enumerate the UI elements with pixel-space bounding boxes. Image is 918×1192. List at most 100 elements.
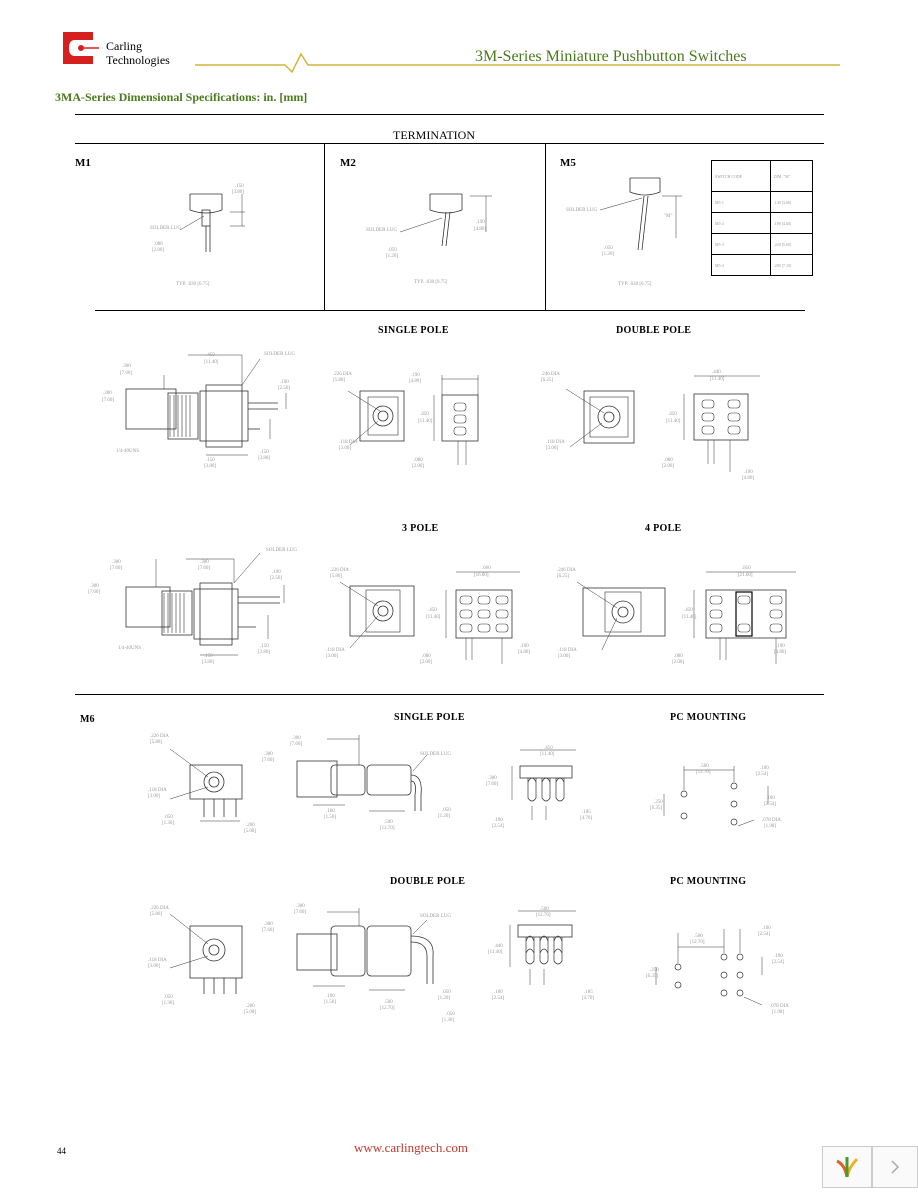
term-m1-dim-3: SOLDER LUG: [150, 226, 181, 231]
logo-mark-icon: [63, 32, 99, 64]
row2-lug: SOLDER LUG: [266, 548, 297, 553]
m6dp-pc-db: [2.54]: [772, 960, 785, 965]
m6-label: M6: [80, 714, 95, 725]
table-cell: .180 [4.60]: [769, 212, 814, 234]
m6dp-pc-c: .250: [650, 968, 659, 973]
m6-sp-side-drawing: [296, 735, 428, 812]
m6sp-dim-dia1: .226 DIA: [150, 734, 169, 739]
m6-sp-front-drawing: [169, 748, 243, 822]
four-pole-front-drawing: [576, 581, 666, 650]
spec-title: 3MA-Series Dimensional Specifications: i…: [55, 90, 308, 104]
m6sp-dim-bb: [5.08]: [244, 829, 257, 834]
m6dp-dim-dia1: .226 DIA: [150, 906, 169, 911]
series-title: 3M-Series Miniature Pushbutton Switches: [475, 48, 747, 65]
m6sp-dim-jb: [2.54]: [492, 824, 505, 829]
m6sp-dim-kb: [4.70]: [580, 816, 593, 821]
table-row: SWITCH CODE DIM. "M": [711, 160, 814, 192]
p4-dim-hb: [11.40]: [682, 615, 697, 620]
p4-dim-dia1: .246 DIA: [557, 568, 576, 573]
m6-single-pole-title: SINGLE POLE: [394, 712, 465, 723]
term-m2-dim-6: TYP. .030 [0.75]: [414, 280, 448, 285]
row1-thread: 1/4-40UNS: [116, 449, 140, 454]
four-pole-title: 4 POLE: [645, 523, 682, 534]
m6dp-dim-f: .500: [384, 1000, 393, 1005]
term-m2-dim-4: .050: [388, 248, 397, 253]
m6-dp-bottom-drawing: [509, 910, 576, 985]
m6dp-dim-e: .100: [326, 994, 335, 999]
m6sp-pc-dia: .078 DIA: [762, 818, 781, 823]
m6sp-pc-bb: [2.54]: [756, 772, 769, 777]
term-m1-dim-5: [2.00]: [152, 248, 165, 253]
table-cell: SWITCH CODE: [711, 160, 771, 192]
m6sp-pc-diab: [1.98]: [764, 824, 777, 829]
single-pole-bottom-drawing: [433, 375, 479, 465]
m6dp-pc-d: .100: [774, 954, 783, 959]
table-cell: M5-1: [711, 191, 771, 213]
m6sp-dim-g: .050: [442, 808, 451, 813]
dp-dim-pb: [2.00]: [662, 464, 675, 469]
row2-dim-e: .300: [90, 584, 99, 589]
table-cell: .140 [3.60]: [769, 191, 814, 213]
row1-dim-k: .150: [206, 458, 215, 463]
row2-dim-l: [3.80]: [202, 660, 215, 665]
table-cell: M5-3: [711, 233, 771, 255]
m6-sp-bottom-drawing: [511, 749, 576, 820]
sp-dim-w: .190: [411, 373, 420, 378]
m6sp-dim-ab: [1.30]: [162, 821, 175, 826]
m6sp-dim-e: .100: [326, 809, 335, 814]
p3-dim-pb: [2.00]: [420, 660, 433, 665]
m6dp-dim-j: .100: [494, 990, 503, 995]
m6sp-pc-a: .500: [700, 764, 709, 769]
m6sp-dim-ib: [7.60]: [486, 782, 499, 787]
m6sp-dim-d: .300: [264, 752, 273, 757]
row1-dim-g: .100: [280, 380, 289, 385]
m6sp-dim-db: [7.60]: [262, 758, 275, 763]
sp-dim-wb: [4.80]: [409, 379, 422, 384]
dp-dim-dia2: .118 DIA: [546, 440, 565, 445]
term-m5-dim-5: TYP. .030 [0.75]: [618, 282, 652, 287]
m6dp-dim-g2: .050: [446, 1012, 455, 1017]
m6sp-dim-h: .450: [544, 746, 553, 751]
p3-dim-wb: [16.80]: [474, 573, 489, 578]
row2-dim-k: .150: [204, 654, 213, 659]
table-cell: .280 [7.10]: [769, 254, 814, 276]
row2-dim-g: .100: [272, 570, 281, 575]
m6dp-dim-hb: [12.70]: [536, 913, 551, 918]
m6dp-dim-eb: [1.50]: [324, 1000, 337, 1005]
m6-dp-side-drawing: [296, 908, 434, 991]
m6sp-pc-b: .100: [760, 766, 769, 771]
termination-title: TERMINATION: [393, 128, 475, 142]
row1-dim-b: [7.60]: [120, 371, 133, 376]
sp-dim-dia1: .226 DIA: [333, 372, 352, 377]
m6sp-dim-j: .100: [494, 818, 503, 823]
p4-dim-dia2: .118 DIA: [558, 648, 577, 653]
double-pole-title: DOUBLE POLE: [616, 325, 692, 336]
row1-dim-a: .300: [122, 364, 131, 369]
row2-dim-b: [7.60]: [110, 566, 123, 571]
footer-url[interactable]: www.carlingtech.com: [354, 1140, 468, 1155]
table-cell: M5-4: [711, 254, 771, 276]
term-m2-label: M2: [340, 157, 356, 169]
pc-mounting-sp-drawing: [663, 766, 769, 827]
m6sp-dim-hb: [11.40]: [540, 752, 555, 757]
rule-termination-top: [75, 114, 824, 115]
four-pole-bottom-drawing: [693, 571, 796, 664]
next-page-button[interactable]: [872, 1146, 918, 1188]
m6dp-dim-k: .185: [584, 990, 593, 995]
m5-dimension-table: SWITCH CODE DIM. "M" M5-1 .140 [3.60] M5…: [711, 160, 814, 276]
sp-dim-dia1b: [5.80]: [333, 378, 346, 383]
p3-dim-dia2: .118 DIA: [326, 648, 345, 653]
term-m5-dim-3: .050: [604, 246, 613, 251]
m6dp-pc-cb: [6.35]: [646, 974, 659, 979]
m6sp-dim-f: .500: [384, 820, 393, 825]
term-m2-drawing: [400, 193, 492, 247]
company-name-line2: Technologies: [106, 53, 170, 67]
row1-dim-f: [7.60]: [102, 398, 115, 403]
m6dp-dim-c: .300: [296, 904, 305, 909]
term-m1-dim-2: [3.80]: [232, 190, 245, 195]
m6sp-dim-dia2b: [3.00]: [148, 794, 161, 799]
double-pole-front-drawing: [565, 388, 635, 448]
m6sp-dim-gb: [1.20]: [438, 814, 451, 819]
row2-dim-c: .300: [200, 560, 209, 565]
pc-mounting-dp-drawing: [655, 929, 763, 1006]
